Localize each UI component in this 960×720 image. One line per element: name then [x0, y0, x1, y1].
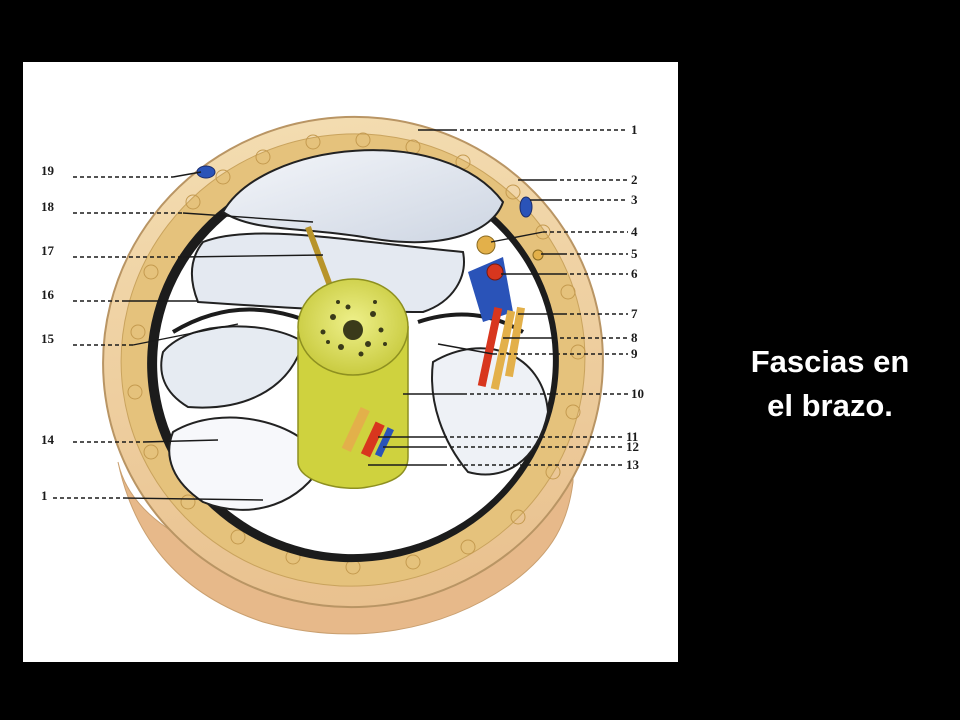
label-9: 9 — [631, 346, 638, 361]
cephalic-vein — [196, 165, 216, 179]
label-17: 17 — [41, 243, 55, 258]
label-11: 11 — [626, 429, 638, 444]
label-5: 5 — [631, 246, 638, 261]
label-12: 12 — [626, 439, 639, 454]
biceps-muscle — [221, 149, 505, 244]
label-3: 3 — [631, 192, 638, 207]
arm-cross-section-illustration: 1 2 3 4 5 6 7 8 9 — [41, 115, 644, 635]
basilic-vein — [519, 196, 533, 218]
label-1-bottom: 1 — [41, 488, 48, 503]
label-14: 14 — [41, 432, 55, 447]
label-4: 4 — [631, 224, 638, 239]
label-13: 13 — [626, 457, 640, 472]
label-8: 8 — [631, 330, 638, 345]
neurovascular-bundle-medial — [468, 235, 526, 390]
label-7: 7 — [631, 306, 638, 321]
slide-title: Fascias en el brazo. — [700, 340, 960, 428]
radial-neurovascular-bundle — [341, 406, 394, 458]
cutaneous-nerve — [532, 249, 544, 261]
label-15: 15 — [41, 331, 55, 346]
label-2: 2 — [631, 172, 638, 187]
label-16: 16 — [41, 287, 55, 302]
anatomy-figure-panel: 1 2 3 4 5 6 7 8 9 — [23, 62, 678, 662]
fat-lobules — [127, 132, 586, 575]
label-19: 19 — [41, 163, 55, 178]
label-18: 18 — [41, 199, 55, 214]
slide-title-line-1: Fascias en — [750, 344, 910, 379]
label-10: 10 — [631, 386, 644, 401]
label-1-top: 1 — [631, 122, 638, 137]
label-6: 6 — [631, 266, 638, 281]
callout-labels: 1 2 3 4 5 6 7 8 9 — [41, 122, 644, 503]
slide-title-line-2: el brazo. — [767, 388, 893, 423]
bone-marrow — [320, 300, 387, 357]
